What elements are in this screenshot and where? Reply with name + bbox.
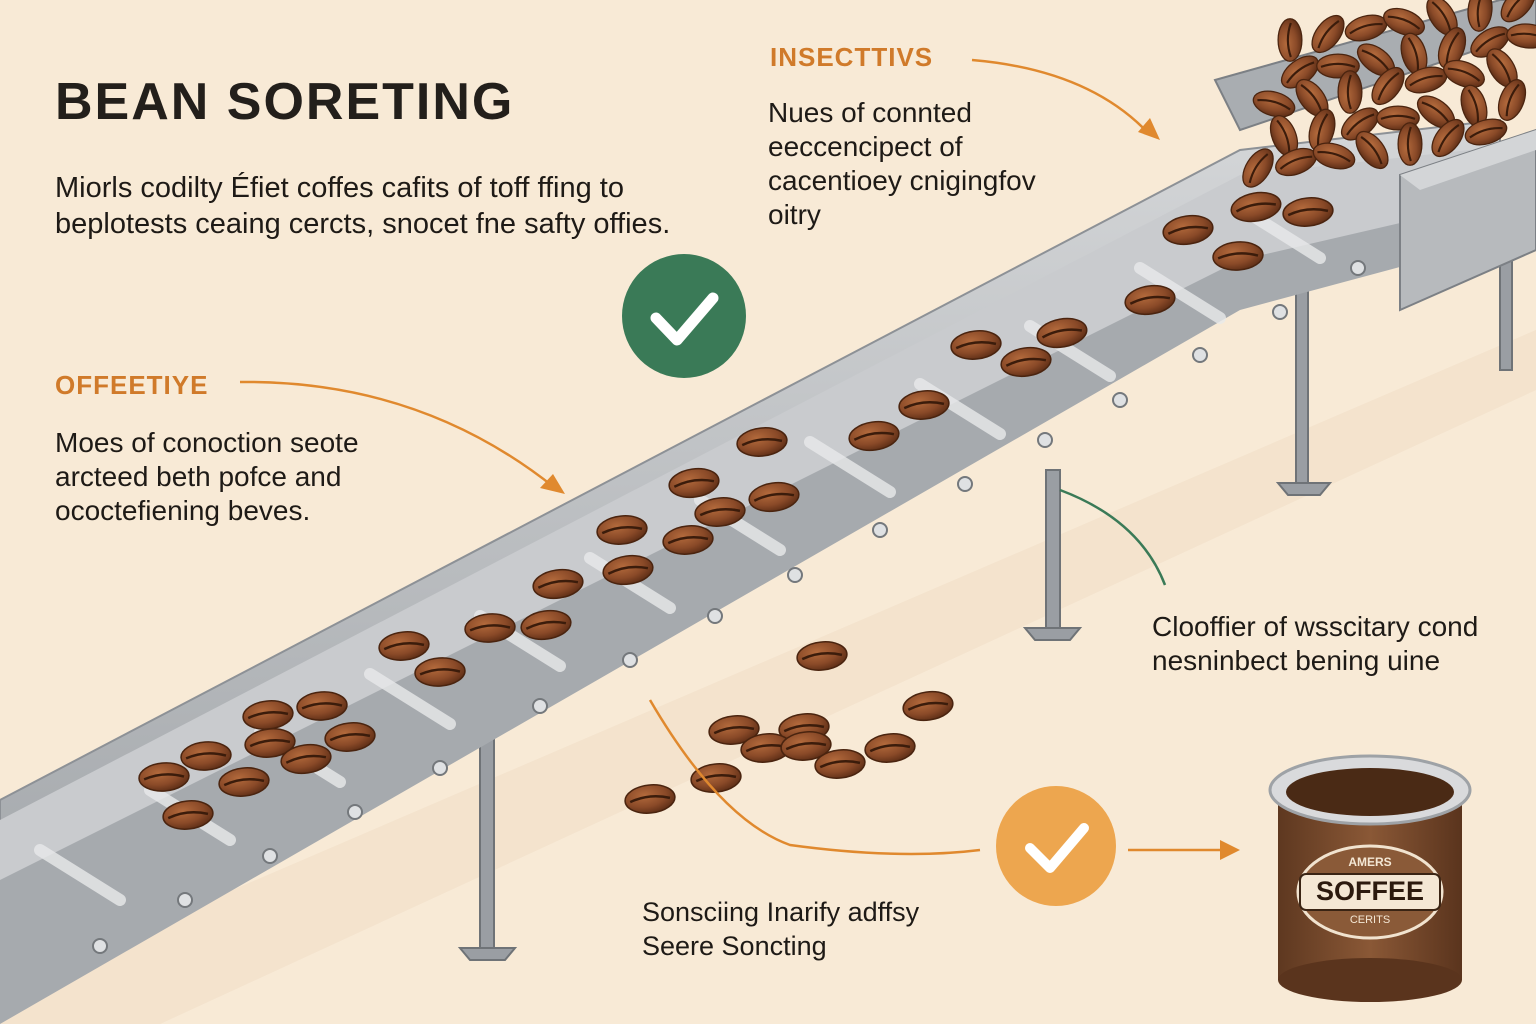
- coffee-bean-icon: [324, 722, 376, 752]
- coffee-bean-icon: [1277, 18, 1303, 62]
- coffee-bean-icon: [796, 641, 848, 671]
- coffee-bean-icon: [864, 733, 916, 763]
- coffee-bean-icon: [1312, 142, 1356, 170]
- coffee-bean-icon: [180, 741, 232, 771]
- coffee-bean-icon: [1431, 118, 1465, 158]
- floor-shadow: [0, 330, 1536, 1024]
- coffee-bean-icon: [532, 568, 584, 600]
- coffee-bean-icon: [1400, 32, 1428, 76]
- coffee-bean-icon: [748, 481, 800, 513]
- coffee-bean-icon: [378, 631, 430, 661]
- coffee-bean-icon: [1212, 241, 1264, 271]
- coffee-bean-icon: [1437, 27, 1467, 69]
- coffee-bean-icon: [708, 715, 760, 745]
- green-connector: [1059, 488, 1167, 586]
- coffee-bean-icon: [1036, 317, 1088, 349]
- coffee-bean-icon: [624, 784, 676, 814]
- coffee-bean-icon: [1500, 0, 1536, 23]
- coffee-bean-icon: [1282, 197, 1334, 227]
- coffee-bean-icon: [1443, 59, 1485, 89]
- coffee-bean-icon: [1000, 346, 1052, 378]
- coffee-bean-icon: [218, 767, 270, 797]
- callout-top-body: Nues of connted eeccencipect of cacentio…: [768, 97, 1036, 230]
- coffee-bean-icon: [1252, 90, 1296, 118]
- coffee-bean-icon: [736, 427, 788, 457]
- coffee-bean-icon: [1497, 79, 1527, 121]
- coffee-bean-icon: [520, 609, 572, 641]
- coffee-bean-icon: [1506, 23, 1536, 49]
- callout-top-label: INSECTTIVS: [770, 42, 934, 72]
- can-brand: SOFFEE: [1315, 876, 1424, 906]
- coffee-bean-icon: [296, 691, 348, 721]
- check-icon: [996, 786, 1116, 906]
- coffee-bean-icon: [244, 728, 296, 758]
- coffee-can-icon: [1268, 754, 1472, 1002]
- coffee-bean-icon: [464, 613, 516, 643]
- coffee-bean-icon: [668, 467, 720, 499]
- can-bottom-text: CERITS: [1349, 914, 1391, 926]
- bean-pile: [1242, 0, 1536, 188]
- bean-stream: [138, 191, 1334, 830]
- coffee-bean-icon: [1242, 148, 1274, 188]
- callout-left-body: Moes of conoction seote arcteed beth pof…: [55, 427, 359, 526]
- page-title: BEAN SORETING: [55, 73, 515, 131]
- intro-text: Miorls codilty Éfiet coffes cafits of to…: [55, 172, 671, 240]
- coffee-bean-icon: [1230, 191, 1282, 223]
- arrow-icon: [540, 118, 1240, 860]
- coffee-bean-icon: [162, 800, 214, 830]
- conveyor-belt: [0, 118, 1501, 1024]
- coffee-bean-icon: [242, 700, 294, 730]
- coffee-bean-icon: [602, 554, 654, 586]
- callout-arrows: [239, 58, 1225, 856]
- coffee-bean-icon: [1269, 115, 1299, 157]
- callout-left-label: OFFEETIYE: [55, 370, 209, 400]
- coffee-bean-icon: [1162, 214, 1214, 246]
- coffee-bean-icon: [1337, 70, 1363, 114]
- coffee-bean-icon: [1464, 118, 1508, 146]
- callout-right-body: Clooffier of wsscitary cond nesninbect b…: [1152, 611, 1479, 676]
- coffee-bean-icon: [596, 515, 648, 545]
- coffee-bean-icon: [1311, 14, 1345, 54]
- callout-bottom-body: Sonsciing Inarify adffsy Seere Soncting: [642, 897, 920, 961]
- coffee-bean-icon: [814, 749, 866, 779]
- coffee-bean-icon: [662, 525, 714, 555]
- coffee-bean-icon: [280, 743, 332, 775]
- coffee-bean-icon: [694, 497, 746, 527]
- can-ring-text: AMERS: [1348, 855, 1392, 869]
- coffee-bean-icon: [1416, 95, 1456, 129]
- coffee-bean-icon: [1355, 130, 1389, 170]
- coffee-bean-icon: [780, 731, 832, 761]
- coffee-bean-icon: [950, 330, 1002, 360]
- coffee-bean-icon: [898, 390, 950, 420]
- coffee-bean-icon: [1460, 84, 1488, 128]
- coffee-bean-icon: [902, 690, 954, 722]
- coffee-bean-icon: [1275, 147, 1317, 177]
- coffee-bean-icon: [1397, 122, 1423, 166]
- coffee-bean-icon: [1383, 7, 1425, 37]
- coffee-bean-icon: [1371, 66, 1405, 106]
- coffee-bean-icon: [848, 420, 900, 452]
- coffee-bean-icon: [414, 657, 466, 687]
- check-icon: [622, 254, 746, 378]
- coffee-bean-icon: [138, 762, 190, 792]
- coffee-bean-icon: [1124, 284, 1176, 316]
- coffee-bean-icon: [1467, 0, 1493, 32]
